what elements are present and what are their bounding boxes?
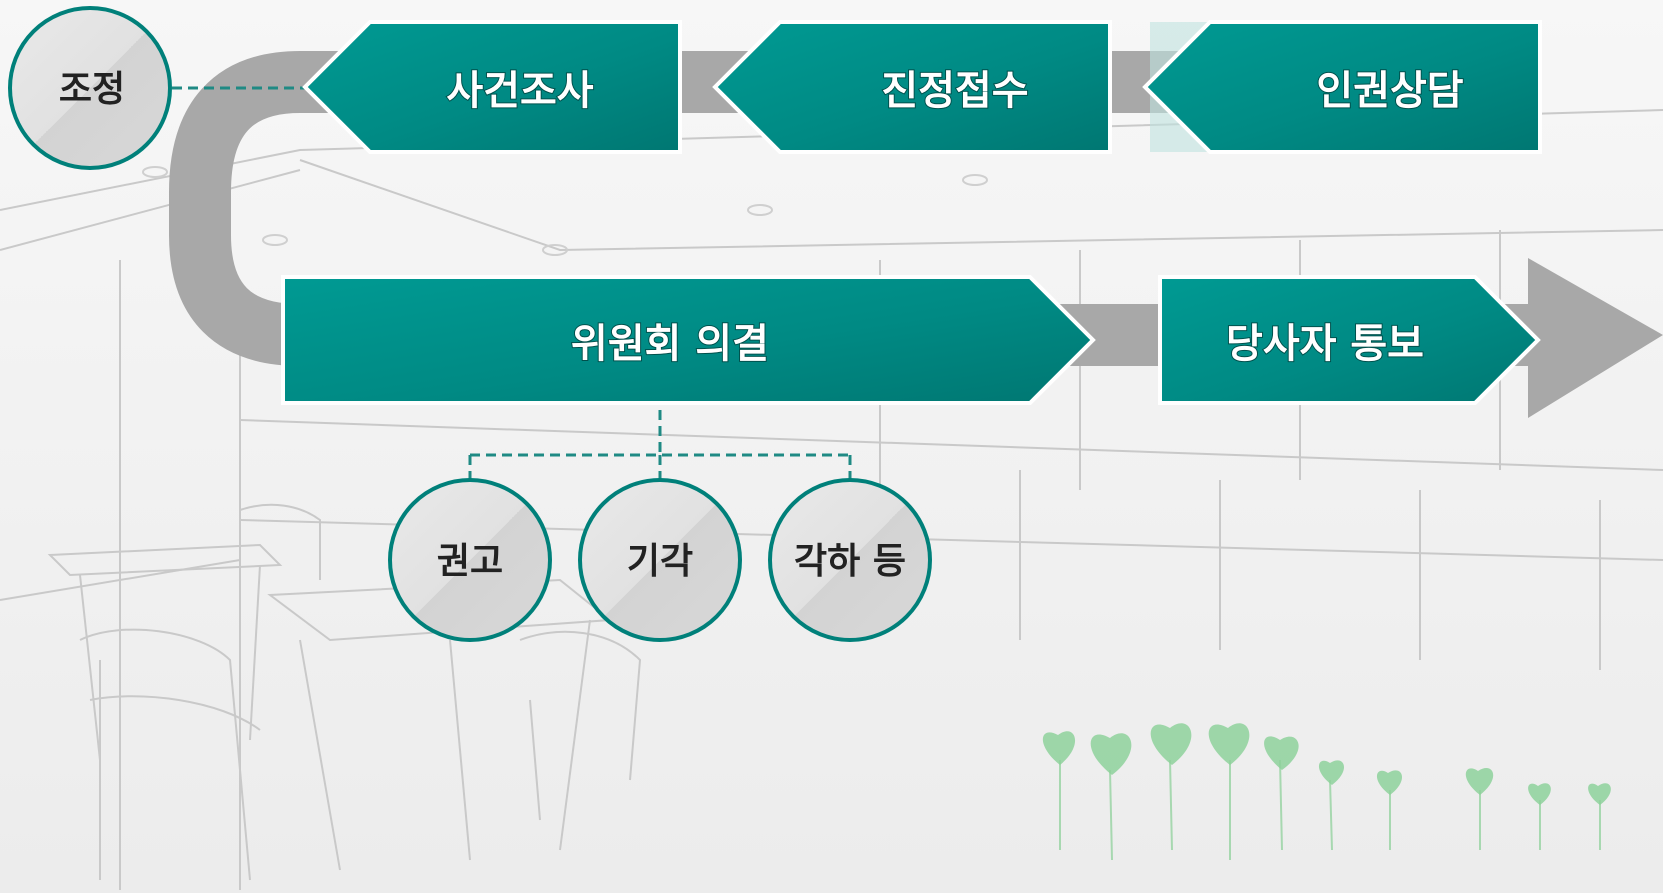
step-investigation: 사건조사 [302, 20, 682, 154]
step-notification: 당사자 통보 [1158, 275, 1541, 405]
outcome-rejection: 각하 등 [768, 478, 932, 642]
step-committee: 위원회 의결 [281, 275, 1096, 405]
step-investigation-label: 사건조사 [446, 68, 593, 114]
mediation-circle: 조정 [8, 6, 172, 170]
connectors [172, 86, 852, 490]
outcome-recommendation: 권고 [388, 478, 552, 642]
mediation-label: 조정 [59, 69, 125, 110]
step-petition-label: 진정접수 [881, 68, 1028, 114]
outcome-label: 각하 등 [794, 541, 906, 582]
heart-sprouts [1042, 723, 1611, 861]
step-counseling: 인권상담 [1142, 20, 1542, 154]
step-committee-label: 위원회 의결 [571, 321, 769, 367]
outcome-label: 기각 [627, 541, 693, 582]
outcome-label: 권고 [437, 541, 503, 582]
step-notification-label: 당사자 통보 [1226, 321, 1424, 367]
outcome-dismissal: 기각 [578, 478, 742, 642]
step-counseling-label: 인권상담 [1316, 68, 1463, 114]
step-petition: 진정접수 [712, 20, 1112, 154]
flow-arrow [169, 51, 1663, 418]
